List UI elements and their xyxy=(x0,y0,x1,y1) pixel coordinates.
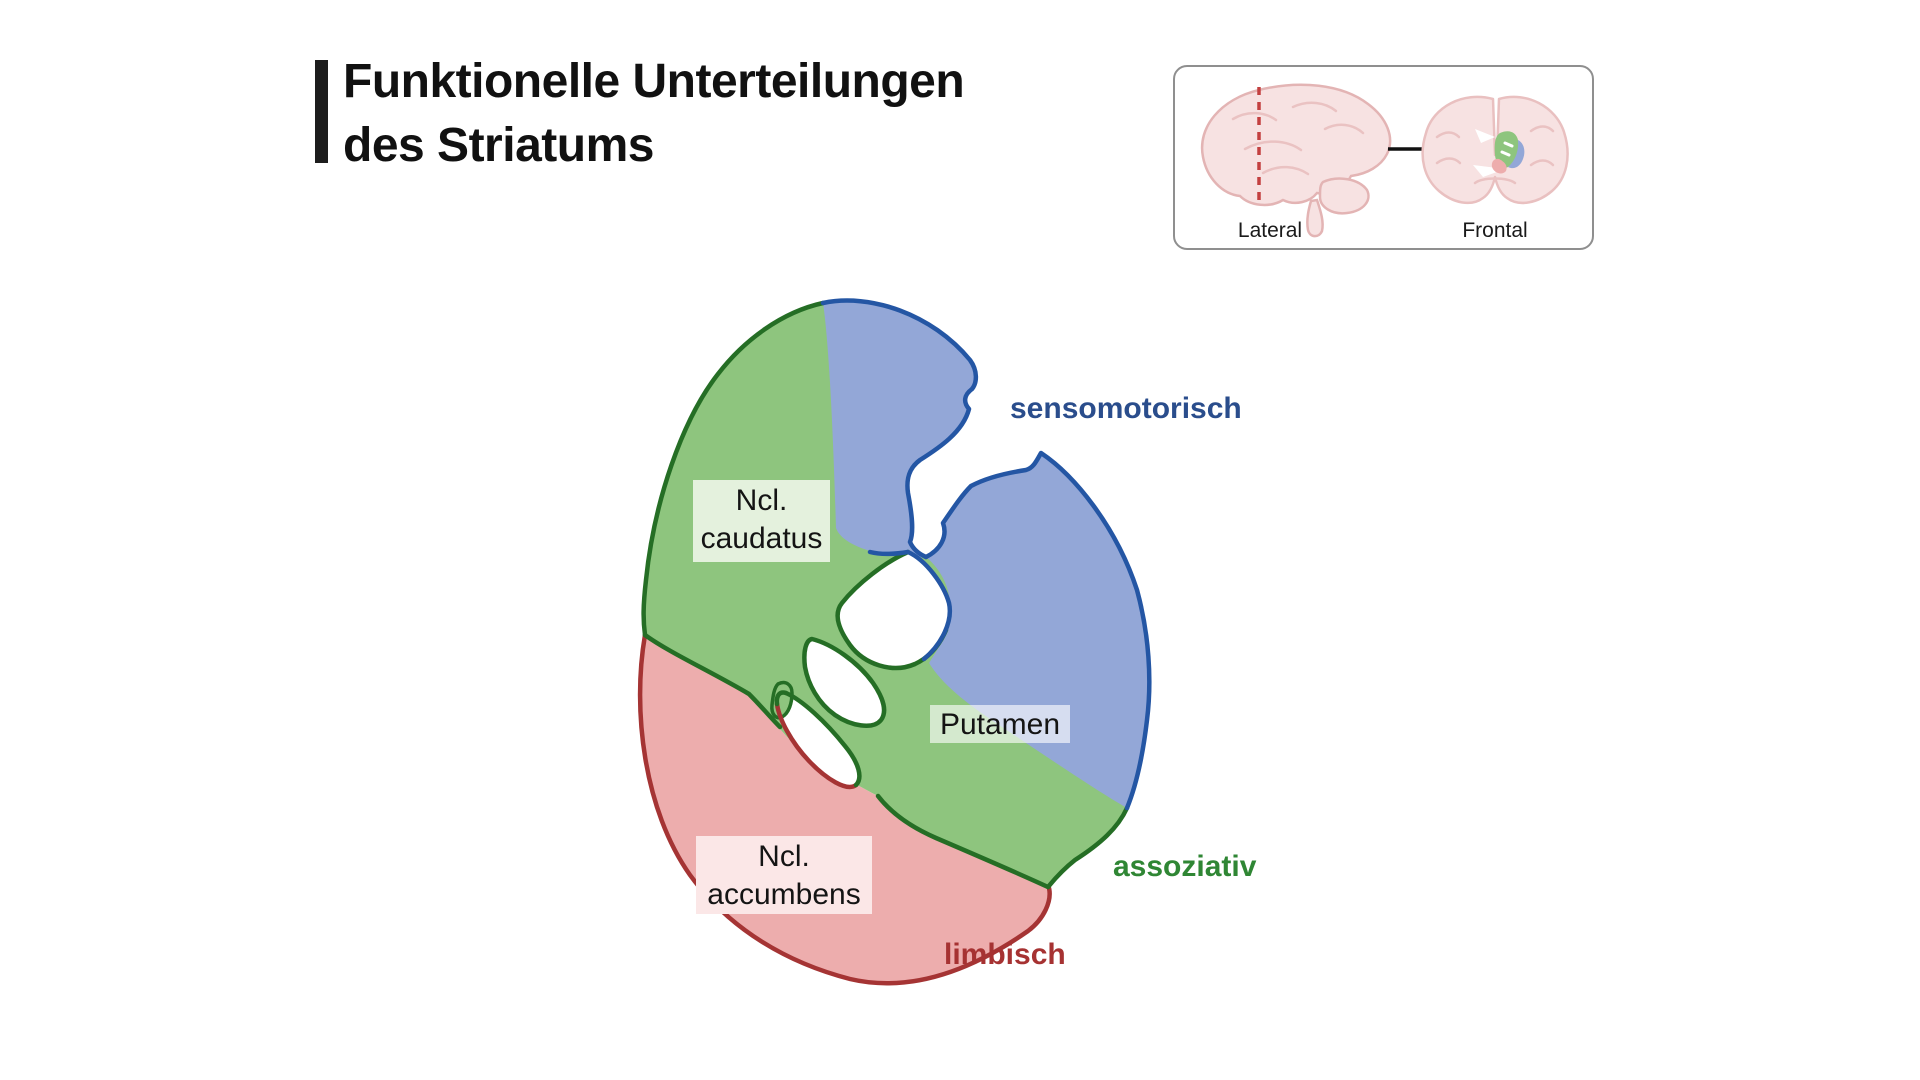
orientation-inset-panel: Lateral Frontal xyxy=(1173,65,1594,250)
region-sensorimotor-caudate xyxy=(823,300,976,558)
mini-striatum xyxy=(1491,131,1525,174)
frontal-label: Frontal xyxy=(1462,219,1528,242)
label-assoziativ: assoziativ xyxy=(1113,850,1257,883)
page-title-line2: des Striatums xyxy=(343,119,654,172)
gyri-lines xyxy=(1231,101,1365,176)
striatum-diagram: Ncl. caudatus Putamen Ncl. accumbens sen… xyxy=(630,290,1330,990)
region-outlines xyxy=(637,298,1152,986)
lateral-label: Lateral xyxy=(1237,219,1303,242)
frontal-brain-illustration xyxy=(1421,95,1569,205)
page-title: Funktionelle Unterteilungen des Striatum… xyxy=(343,50,965,178)
label-limbisch: limbisch xyxy=(944,938,1066,971)
title-accent-bar xyxy=(315,60,328,163)
lateral-brain-illustration xyxy=(1200,83,1392,238)
label-ncl-accumbens: Ncl. accumbens xyxy=(696,836,872,914)
page-title-line1: Funktionelle Unterteilungen xyxy=(343,55,965,108)
region-sensorimotor-putamen xyxy=(926,453,1150,808)
label-ncl-caudatus: Ncl. caudatus xyxy=(693,480,830,562)
label-putamen: Putamen xyxy=(930,705,1070,743)
figure-header: Funktionelle Unterteilungen des Striatum… xyxy=(315,50,965,178)
orientation-illustration xyxy=(1200,83,1569,238)
label-sensomotorisch: sensomotorisch xyxy=(1010,392,1242,425)
